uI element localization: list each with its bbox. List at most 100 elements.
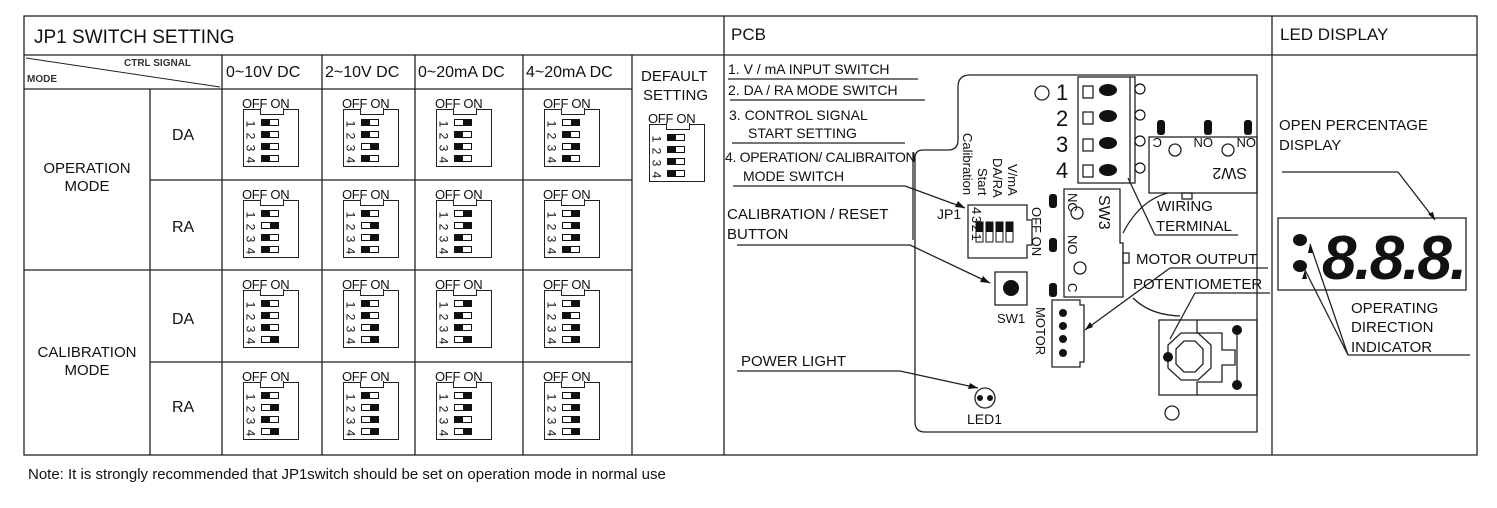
switch-knob [270,429,278,434]
switch-knob [571,120,579,125]
switch-4-off [667,170,685,177]
dip-notch [260,108,284,115]
switch-1-off [261,119,279,126]
switch-1-on [454,119,472,126]
off-on-label: OFF ON [242,187,290,202]
switch-knob [463,337,471,342]
dip-notch [561,381,585,388]
dip-notch [666,123,690,130]
sub-da-cal: DA [172,311,195,328]
motor-label: MOTOR [1033,307,1048,355]
switch-knob [262,144,270,149]
open-percentage-label: OPEN PERCENTAGE [1279,117,1428,134]
sw2-switch [1148,136,1258,194]
switch-2-on [361,222,379,229]
led-display-panel [1277,217,1467,291]
sw2-pin-on-2: ON [1237,135,1257,150]
potentiometer [1158,319,1258,396]
led-title: LED DISPLAY [1280,25,1388,44]
switch-knob [370,223,378,228]
corner-mode: MODE [27,74,57,85]
dip-notch [561,108,585,115]
pcb-board-outline [914,74,1258,433]
sw2-pin-on: ON [1194,135,1214,150]
terminal-number-2: 2 [1056,106,1068,131]
switch-2-on [454,404,472,411]
switch-knob [571,429,579,434]
switch-knob [362,156,370,161]
switch-2-off [454,312,472,319]
switch-knob [571,417,579,422]
sw1-button [994,271,1028,306]
off-on-label: OFF ON [543,187,591,202]
switch-knob [463,429,471,434]
switch-4-off [361,155,379,162]
switch-knob [370,429,378,434]
switch-3-off [667,158,685,165]
switch-4-on [454,336,472,343]
off-on-label: OFF ON [342,277,390,292]
switch-knob [571,144,579,149]
mode-label-calibration: CALIBRATION MODE [37,344,137,379]
switch-3-on [361,324,379,331]
switch-knob [262,325,270,330]
dip-notch [453,381,477,388]
off-on-label: OFF ON [435,96,483,111]
jp1-fn-dara: DA/RA [990,158,1005,198]
footnote: Note: It is strongly recommended that JP… [28,466,666,483]
switch-4-on [361,336,379,343]
switch-knob [262,120,270,125]
switch-1-on [454,392,472,399]
callout-calibration-reset: CALIBRATION / RESET [727,206,888,223]
switch-3-off [261,143,279,150]
signal-header-1: 2~10V DC [325,64,400,81]
switch-knob [668,135,676,140]
dip-notch [453,108,477,115]
switch-1-off [361,392,379,399]
corner-ctrl-signal: CTRL SIGNAL [124,58,192,69]
switch-knob [571,325,579,330]
sw1-label: SW1 [997,311,1025,326]
off-on-label: OFF ON [543,369,591,384]
switch-knob [370,144,378,149]
terminal-number-4: 4 [1056,158,1068,183]
direction-indicator-up [1293,234,1307,246]
switch-2-on [454,222,472,229]
sw2-label: SW2 [1212,164,1247,181]
switch-3-on [562,416,580,423]
switch-2-off [454,131,472,138]
switch-knob [362,132,370,137]
switch-4-on [562,428,580,435]
switch-2-off [361,131,379,138]
callout-op-cal: 4. OPERATION/ CALIBRAITON [725,149,915,165]
switch-knob [463,393,471,398]
switch-knob [455,144,463,149]
callout-op-cal-2: MODE SWITCH [743,168,844,184]
switch-3-off [261,324,279,331]
sub-da-op: DA [172,127,195,144]
switch-1-on [454,210,472,217]
direction-label-3: INDICATOR [1351,339,1432,356]
switch-knob [571,337,579,342]
switch-3-off [454,416,472,423]
dip-notch [260,381,284,388]
switch-4-off [454,155,472,162]
switch-knob [571,223,579,228]
switch-3-off [261,234,279,241]
off-on-label: OFF ON [435,277,483,292]
switch-1-off [361,300,379,307]
switch-2-off [361,312,379,319]
motor-connector [1051,299,1085,368]
switch-3-on [562,324,580,331]
callout-motor-output: MOTOR OUTPUT [1136,251,1257,268]
